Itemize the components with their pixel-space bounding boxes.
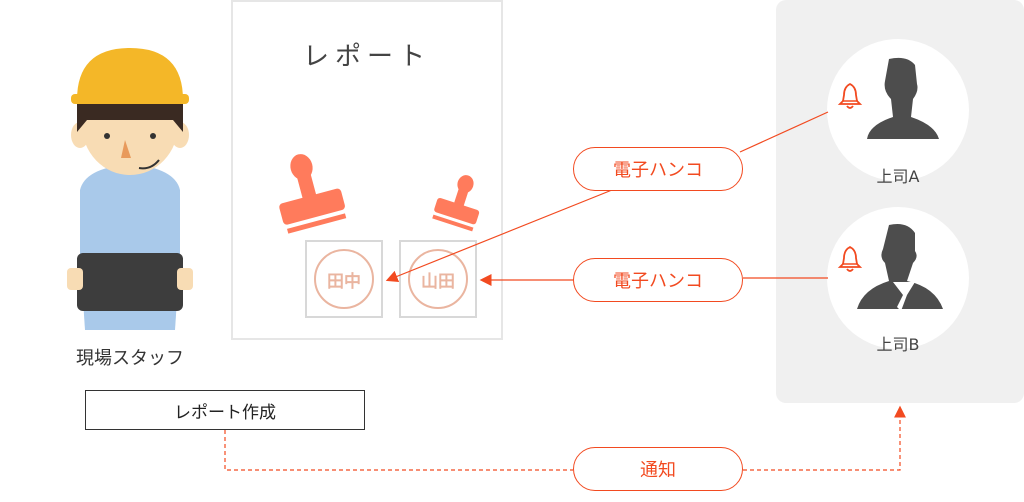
seal-tanaka: 田中 bbox=[314, 249, 374, 309]
hanko-pill-b: 電子ハンコ bbox=[573, 258, 743, 302]
stamp-icon bbox=[432, 175, 480, 232]
stamp-icon bbox=[279, 154, 347, 234]
seal-box-yamada: 山田 bbox=[399, 240, 477, 318]
seal-box-tanaka: 田中 bbox=[305, 240, 383, 318]
arrow-to-tanaka bbox=[385, 189, 613, 282]
bell-icon bbox=[837, 82, 863, 109]
report-title: レポート bbox=[302, 42, 431, 72]
notify-line-right bbox=[743, 405, 906, 471]
notify-line-left bbox=[224, 430, 573, 471]
bell-icon bbox=[837, 245, 863, 272]
worker-illustration bbox=[67, 48, 193, 330]
report-card: レポート 田中 山田 bbox=[231, 0, 503, 340]
person-with-tie-icon bbox=[857, 224, 943, 311]
boss-b-avatar bbox=[827, 207, 969, 349]
seal-yamada: 山田 bbox=[408, 249, 468, 309]
staff-label: 現場スタッフ bbox=[76, 348, 184, 369]
boss-a-label: 上司A bbox=[876, 167, 920, 186]
hanko-pill-a: 電子ハンコ bbox=[573, 147, 743, 191]
notify-pill: 通知 bbox=[573, 447, 743, 491]
line-boss-a bbox=[739, 111, 829, 153]
boss-b-label: 上司B bbox=[876, 335, 920, 354]
create-report-box: レポート作成 bbox=[85, 390, 365, 430]
person-icon bbox=[867, 57, 939, 139]
boss-a-avatar bbox=[827, 39, 969, 181]
